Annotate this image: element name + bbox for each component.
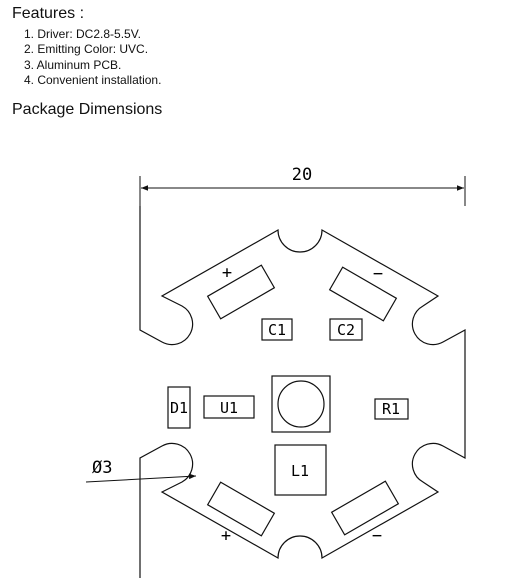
pad-bottom-right [330,480,400,536]
d1-outline [167,386,191,429]
led-lens [277,380,325,428]
led-outline [271,375,331,433]
u1-outline [203,395,255,419]
l1-outline [274,444,327,496]
c2-outline [329,318,363,341]
u1-label: U1 [220,399,238,417]
feature-item: 3. Aluminum PCB. [24,57,122,72]
c2-label: C2 [337,321,355,339]
feature-item: 4. Convenient installation. [24,73,162,88]
features-list: 1. Driver: DC2.8-5.5V. 2. Emitting Color… [24,27,161,89]
c1-outline [261,318,293,341]
width-dimension-label: 20 [292,165,312,185]
pcb-outline [139,206,466,578]
width-dimension [139,176,466,206]
r1-outline [374,398,409,420]
package-dimensions-title: Package Dimensions [12,101,163,118]
c1-label: C1 [268,321,286,339]
pad-top-right [328,266,398,322]
r1-label: R1 [382,400,400,418]
pad-bottom-left [206,481,276,537]
hole-dimension-label: Ø3 [92,458,112,478]
plus-top-label: + [222,263,232,283]
minus-top-label: − [373,264,383,284]
feature-item: 1. Driver: DC2.8-5.5V. [24,27,141,41]
d1-label: D1 [170,399,188,417]
minus-bottom-label: − [372,526,382,546]
features-title: Features : [12,5,85,22]
pad-top-left [206,264,276,320]
l1-label: L1 [291,462,309,480]
hole-dimension [85,473,197,483]
feature-item: 2. Emitting Color: UVC. [24,42,149,57]
plus-bottom-label: + [221,526,231,546]
